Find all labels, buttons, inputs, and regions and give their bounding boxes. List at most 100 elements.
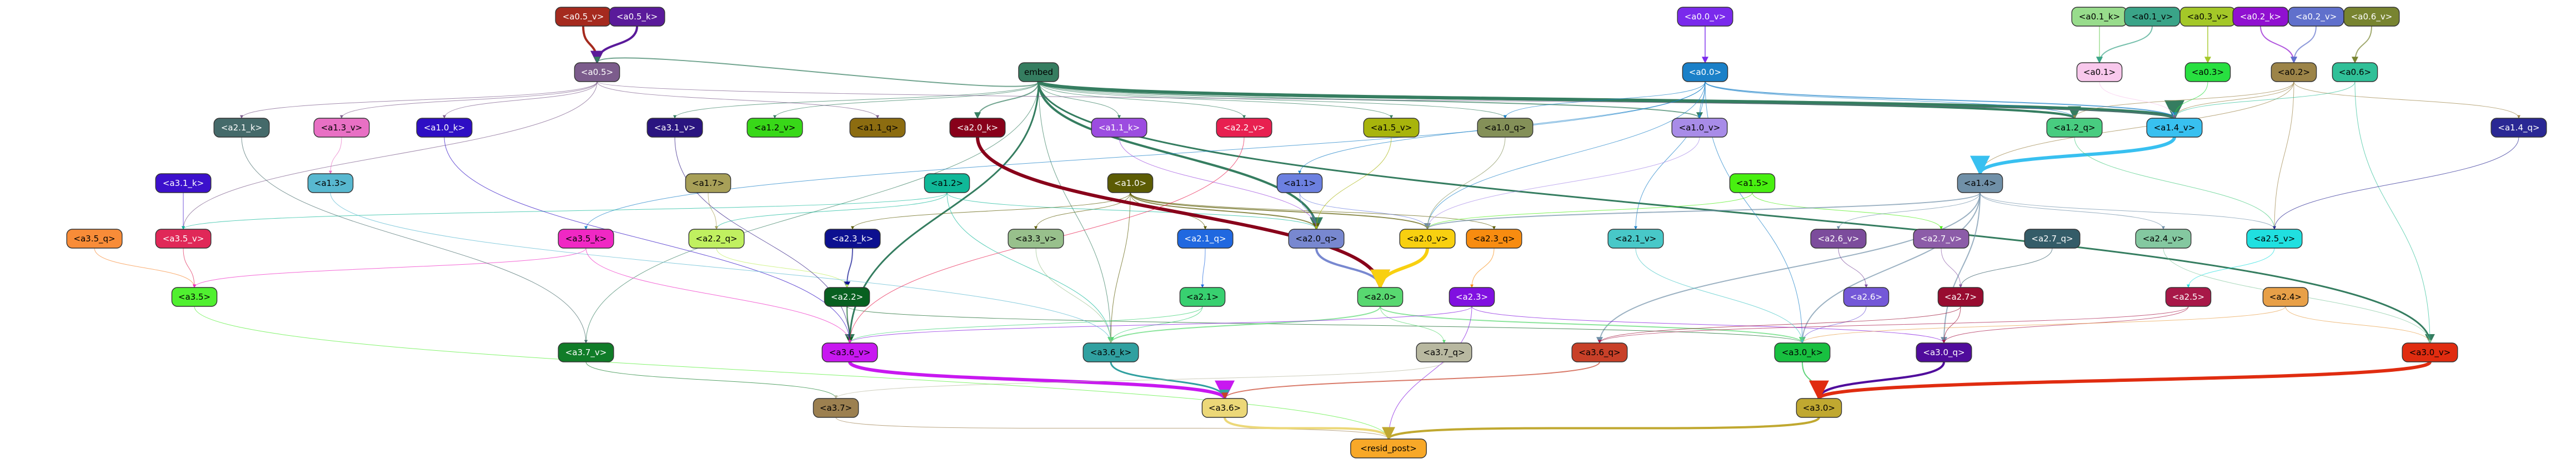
node-a3-5-v: <a3.5_v> <box>155 229 212 249</box>
node-a1-0-v: <a1.0_v> <box>1671 118 1728 138</box>
edge-a0-2-k-to-a0-2 <box>2260 26 2297 64</box>
node-a2-4: <a2.4> <box>2262 287 2309 307</box>
node-label: <a3.0_v> <box>2409 347 2451 358</box>
node-a0-1-k: <a0.1_k> <box>2071 7 2128 27</box>
node-box <box>646 118 703 138</box>
edge-a0-5-to-a1-4-v <box>597 81 2176 119</box>
node-a0-5: <a0.5> <box>574 62 620 82</box>
node-box <box>2271 62 2317 82</box>
node-a2-3-q: <a2.3_q> <box>1466 229 1522 249</box>
edge-a0-0-to-a2-1-v <box>1634 81 1706 230</box>
node-box <box>1729 173 1776 193</box>
edge-a3-0-k-to-a3-0 <box>1802 361 1822 400</box>
node-box <box>849 118 906 138</box>
node-box <box>821 342 878 362</box>
edge-a3-7-to-resid-post <box>835 417 1390 440</box>
node-a3-5: <a3.5> <box>171 287 218 307</box>
node-a0-3: <a0.3> <box>2184 62 2231 82</box>
edge-a1-0-k-to-a3-6-v <box>444 137 851 344</box>
edge-a1-4-to-a2-5-v <box>1979 192 2276 230</box>
edge-a2-5-v-to-a2-5 <box>2187 248 2275 288</box>
node-box <box>824 287 870 307</box>
edge-a2-1-k-to-a3-7-v <box>241 137 588 344</box>
node-a1-4-q: <a1.4_q> <box>2490 118 2547 138</box>
edge-a2-3-to-resid-post <box>1387 306 1472 440</box>
node-box <box>1571 342 1628 362</box>
node-label: <a3.0> <box>1803 403 1835 413</box>
node-box <box>688 229 745 249</box>
node-box <box>1607 229 1664 249</box>
node-box <box>1082 342 1139 362</box>
node-box <box>949 118 1006 138</box>
node-box <box>1276 173 1323 193</box>
edge-a3-0-to-resid-post <box>1382 416 1820 441</box>
node-label: <a2.3_k> <box>832 234 873 244</box>
node-box <box>746 118 803 138</box>
node-box <box>558 229 614 249</box>
node-label: <a1.0_k> <box>424 123 465 133</box>
node-a1-2: <a1.2> <box>924 173 970 193</box>
node-label: <a2.1_k> <box>221 123 262 133</box>
node-a2-7-v: <a2.7_v> <box>1913 229 1969 249</box>
node-box <box>1416 342 1472 362</box>
edge-a1-0-to-a3-3-v <box>1034 192 1131 230</box>
edge-embed-to-a2-0-k <box>974 81 1039 119</box>
edge-embed-to-a1-2-v <box>773 81 1039 119</box>
node-label: <a2.3_q> <box>1473 234 1515 244</box>
node-a3-0-k: <a3.0_k> <box>1774 342 1831 362</box>
node-box <box>1796 398 1842 418</box>
node-box <box>1843 287 1890 307</box>
node-box <box>416 118 473 138</box>
node-label: <a1.2_v> <box>754 123 796 133</box>
node-label: <a3.6_v> <box>829 347 871 358</box>
node-a0-2-v: <a0.2_v> <box>2288 7 2344 27</box>
edge-a1-0-to-a2-0-v <box>1130 192 1431 230</box>
edge-a0-2-to-a2-5-v <box>2273 81 2294 230</box>
edge-a3-6-k-to-a3-6 <box>1110 361 1230 400</box>
node-box <box>313 118 370 138</box>
node-a0-5-v: <a0.5_v> <box>555 7 612 27</box>
node-label: <a1.4> <box>1964 178 1996 188</box>
edge-a2-3-q-to-a2-3 <box>1470 248 1495 288</box>
edge-a1-0-q-to-a2-0-v <box>1426 137 1506 230</box>
node-a2-2-v: <a2.2_v> <box>1216 118 1272 138</box>
edge-a0-6-v-to-a0-6 <box>2352 26 2372 64</box>
node-label: <a2.2> <box>831 292 863 302</box>
edge-a1-0-to-a2-0-q <box>1130 192 1320 230</box>
edge-a3-5-q-to-a3-5 <box>94 248 196 288</box>
node-label: <a1.1_q> <box>856 123 898 133</box>
node-label: <a1.1_k> <box>1099 123 1140 133</box>
edge-a0-2-to-a1-2-q <box>2073 81 2294 119</box>
node-a1-0-k: <a1.0_k> <box>416 118 473 138</box>
edge-a1-4-q-to-a2-5-v <box>2273 137 2519 230</box>
node-a2-0-q: <a2.0_q> <box>1288 229 1345 249</box>
node-label: <a2.1_v> <box>1615 234 1657 244</box>
node-a1-3: <a1.3> <box>307 173 354 193</box>
node-a3-1-k: <a3.1_k> <box>155 173 212 193</box>
node-a2-2-q: <a2.2_q> <box>688 229 745 249</box>
node-label: <a2.0> <box>1364 292 1396 302</box>
node-a3-6-v: <a3.6_v> <box>821 342 878 362</box>
node-box <box>1216 118 1272 138</box>
node-label: <a2.6_v> <box>1818 234 1860 244</box>
node-label: <a2.7> <box>1944 292 1977 302</box>
node-box <box>558 342 614 362</box>
node-label: <a3.3_v> <box>1015 234 1057 244</box>
node-box <box>307 173 354 193</box>
node-label: <a1.0> <box>1114 178 1146 188</box>
edge-a1-1-to-a2-0-v <box>1299 192 1429 230</box>
node-label: embed <box>1024 67 1053 77</box>
node-box <box>155 229 212 249</box>
node-box <box>155 173 212 193</box>
node-box <box>1810 229 1867 249</box>
node-label: <a0.6_v> <box>2351 12 2393 22</box>
node-label: <a3.5> <box>178 292 211 302</box>
edge-a2-5-to-a3-6-q <box>1598 306 2189 344</box>
node-a2-0-v: <a2.0_v> <box>1399 229 1456 249</box>
node-box <box>2343 7 2400 27</box>
edge-embed-to-a1-0-q <box>1038 81 1507 119</box>
edge-embed-to-a1-5-v <box>1038 81 1393 119</box>
edge-a1-1-k-to-a2-0-q <box>1119 137 1318 230</box>
node-a1-3-v: <a1.3_v> <box>313 118 370 138</box>
